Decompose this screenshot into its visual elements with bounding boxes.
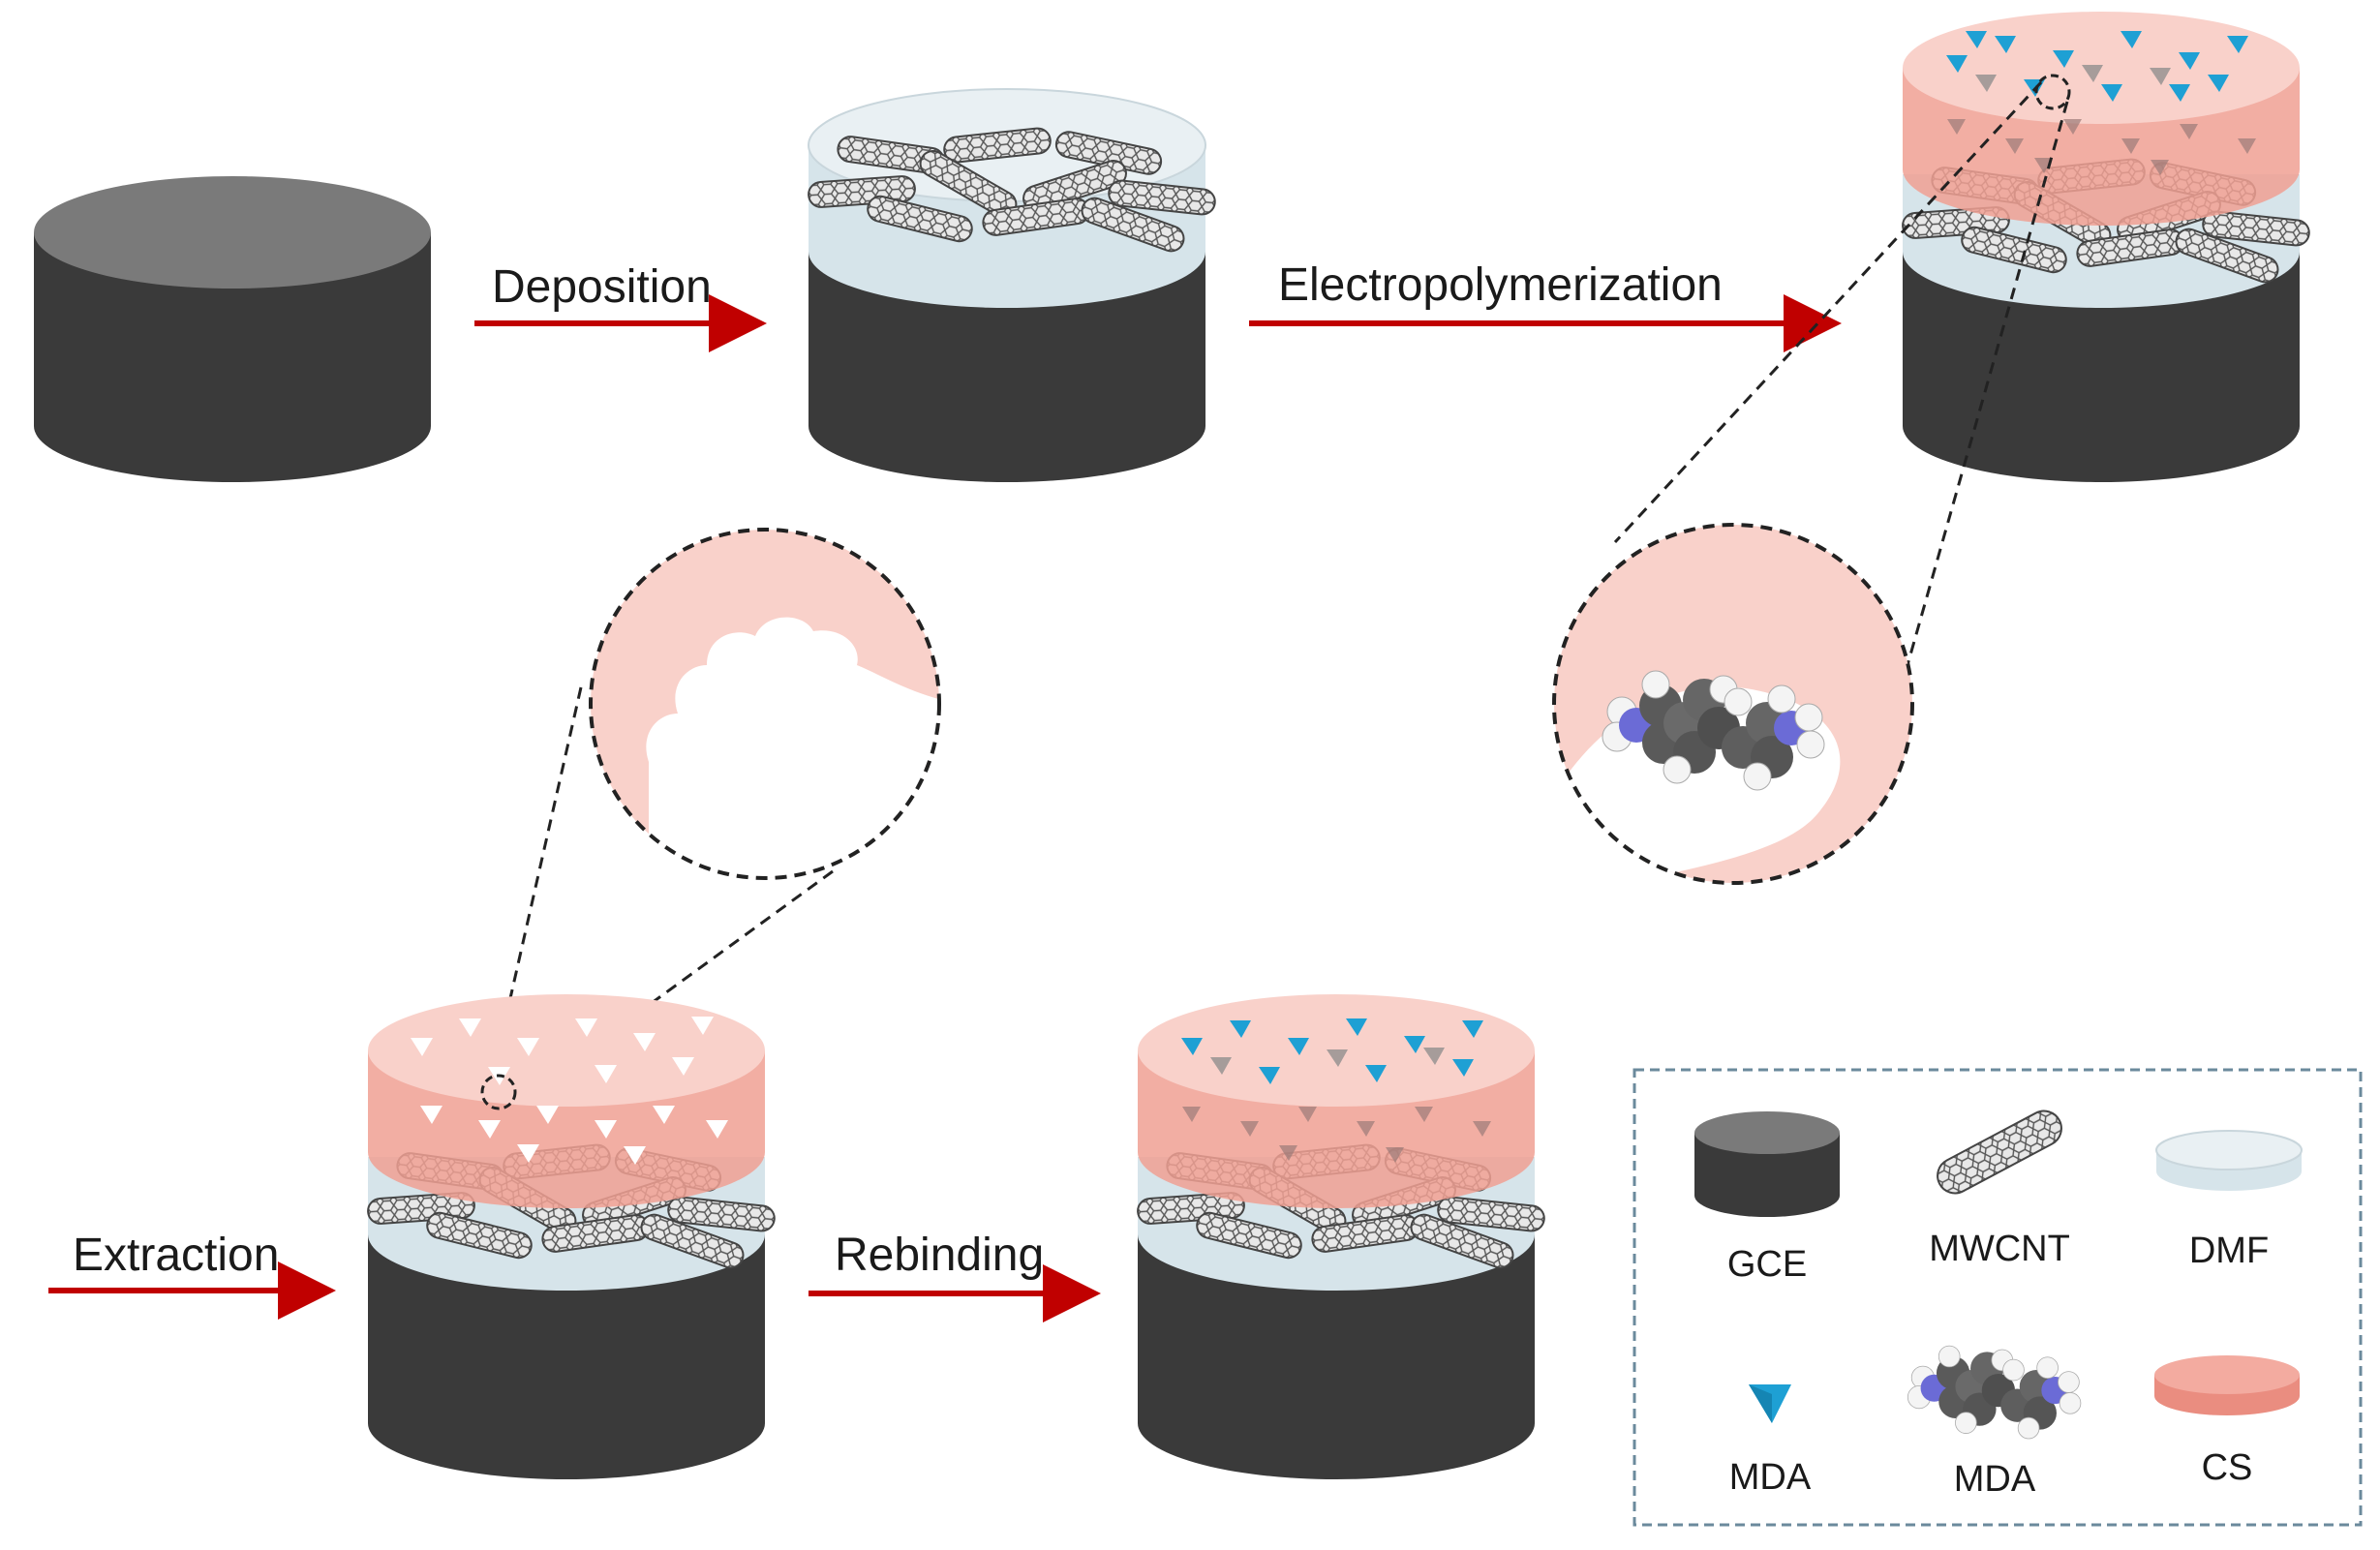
extraction-label: Extraction [73,1230,279,1281]
gce-mwcnt-electrode [808,88,1216,482]
deposition-arrow: Deposition [474,261,767,352]
legend-mda-template-label: MDA [1729,1457,1812,1498]
legend-box: GCE MWCNT DMF MDA MDA [1632,1068,2363,1527]
electropolymerization-arrow: Electropolymerization [1249,259,1842,352]
bare-gce-electrode [34,176,431,482]
legend-cs-label: CS [2202,1447,2253,1488]
legend-mwcnt: MWCNT [1929,1109,2070,1269]
legend-mda-molecule: MDA [1907,1345,2082,1500]
legend-dmf-label: DMF [2189,1231,2269,1271]
mip-template-electrode [1902,12,2310,482]
legend-mwcnt-label: MWCNT [1929,1229,2070,1269]
mip-extracted-electrode [367,994,776,1479]
legend-mda-template: MDA [1729,1384,1812,1498]
legend-mda-molecule-label: MDA [1954,1459,2036,1500]
legend-gce: GCE [1694,1111,1840,1285]
zoom-circle-template [1552,523,1914,885]
zoom-lines-template [1613,80,2069,717]
mip-rebound-electrode [1137,994,1545,1479]
legend-gce-label: GCE [1727,1244,1807,1285]
legend-dmf: DMF [2155,1130,2303,1271]
electropolymerization-label: Electropolymerization [1278,259,1723,311]
deposition-label: Deposition [492,261,712,313]
extraction-arrow: Extraction [48,1230,336,1320]
rebinding-arrow: Rebinding [809,1230,1101,1322]
rebinding-label: Rebinding [835,1230,1044,1281]
legend-cs: CS [2154,1355,2300,1488]
zoom-circle-cavity [589,528,941,880]
